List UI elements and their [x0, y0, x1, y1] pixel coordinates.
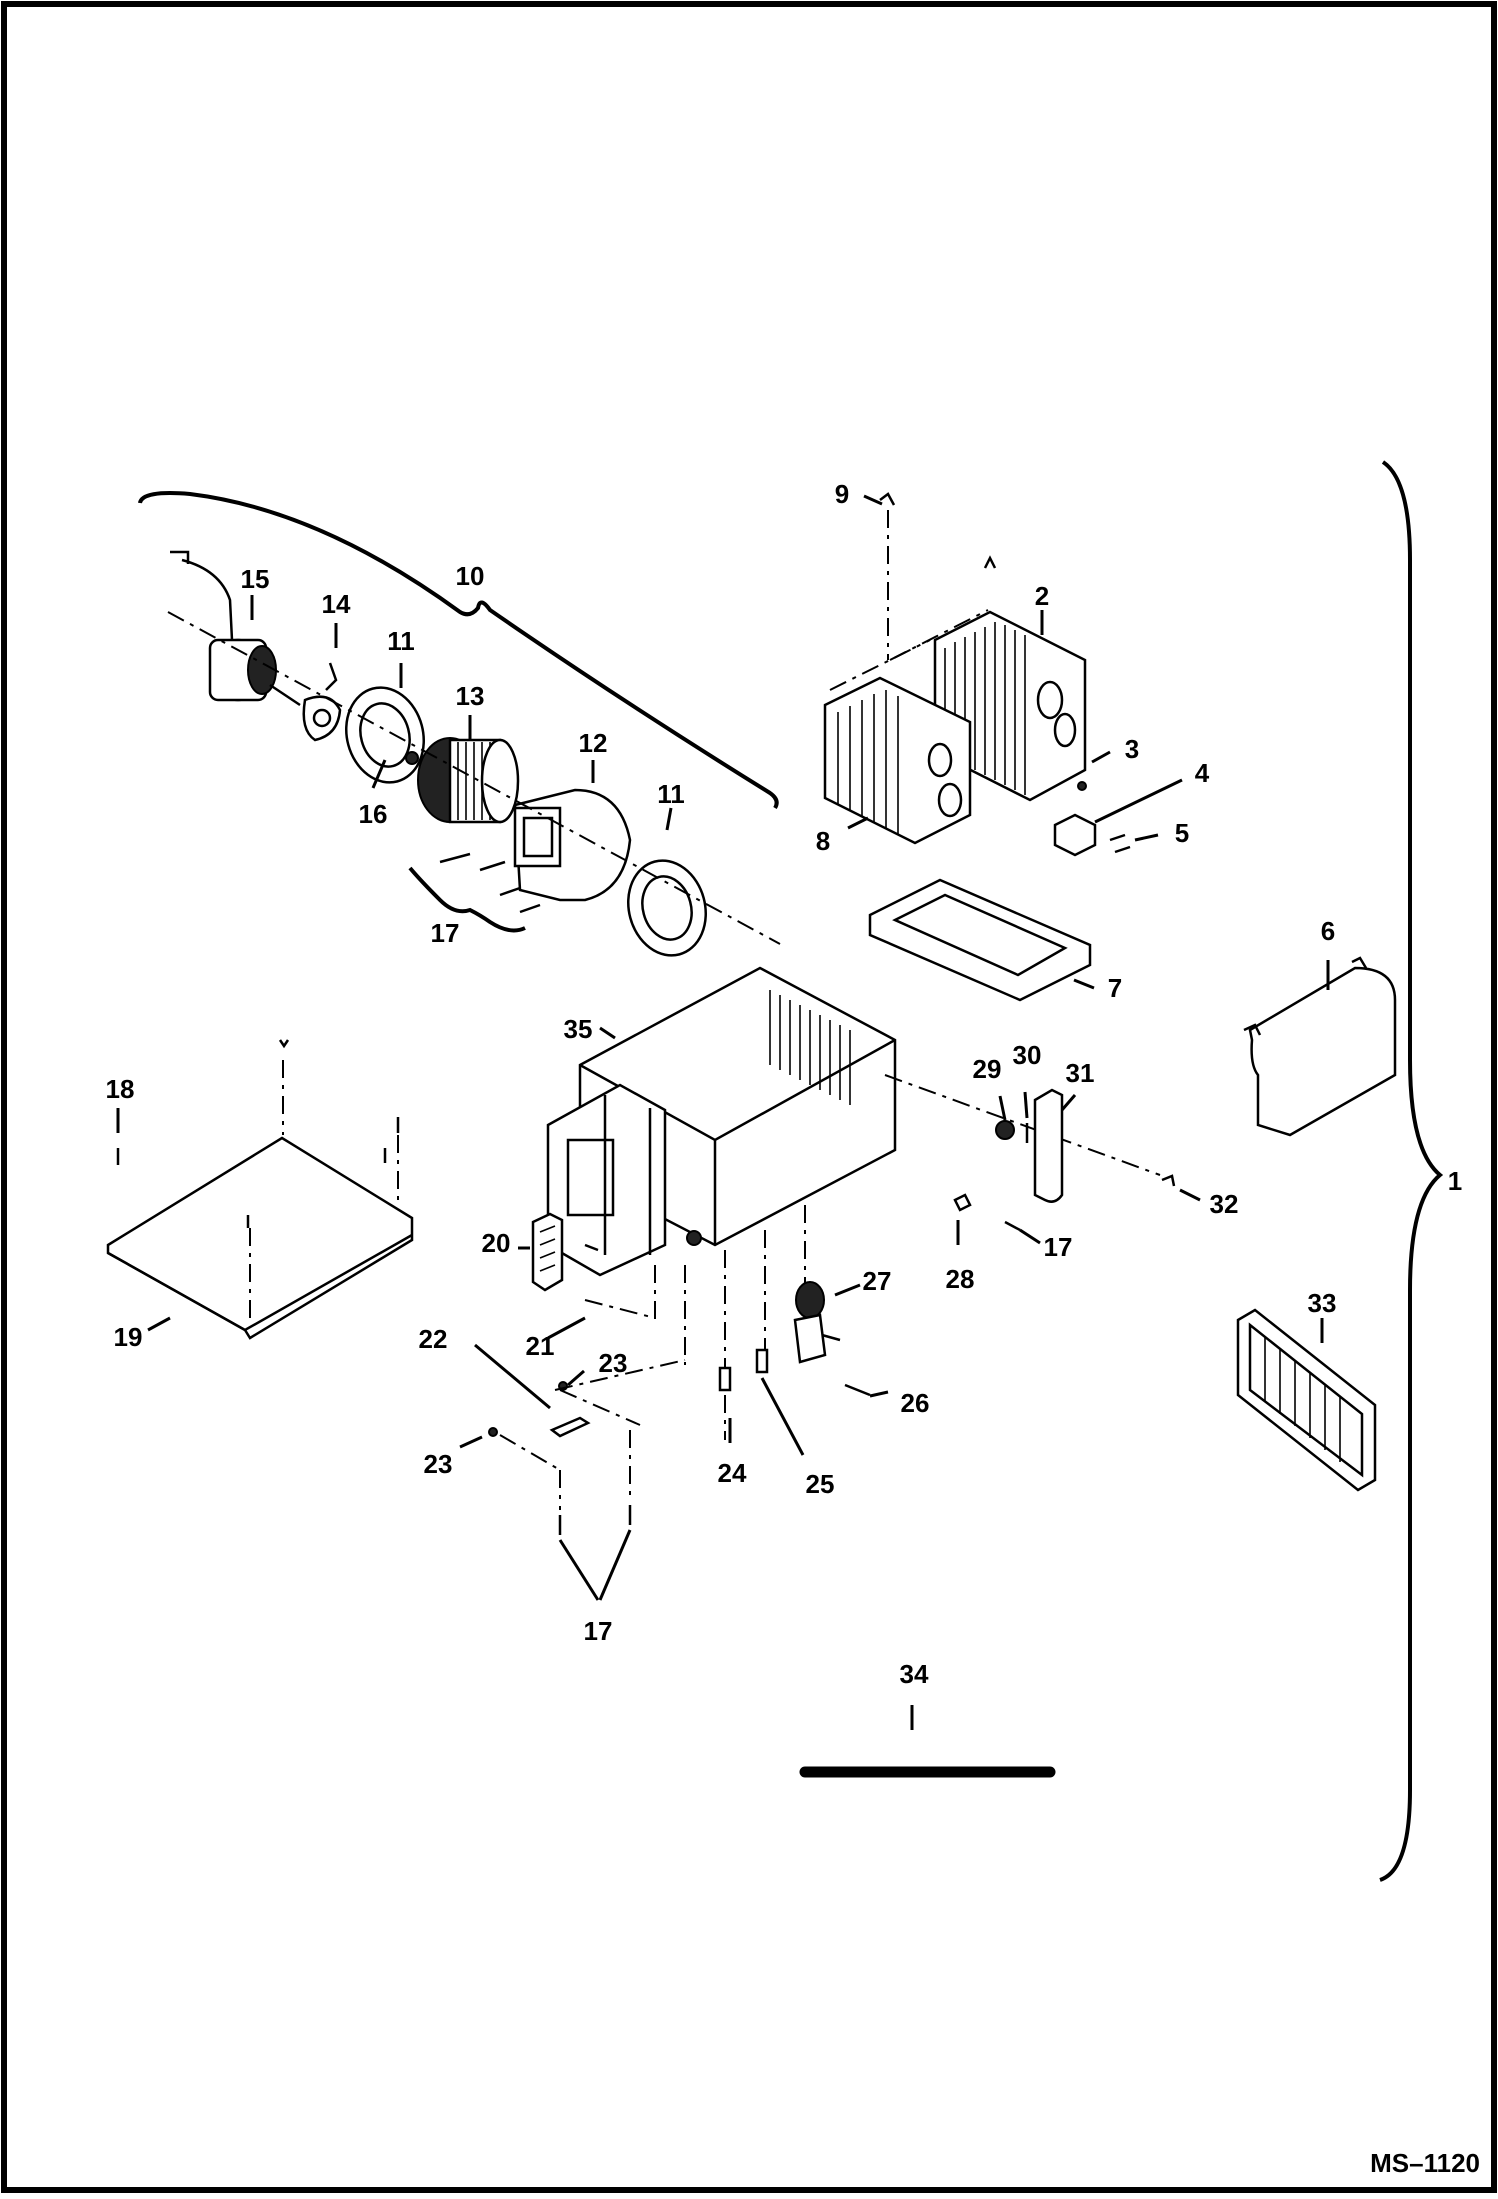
callout-9: 9: [835, 479, 849, 509]
callout-17-blower: 17: [431, 918, 460, 948]
callout-23-upper: 23: [599, 1348, 628, 1378]
callout-4: 4: [1195, 758, 1210, 788]
housing-core-fins: [769, 990, 851, 1105]
blower-assembly: [138, 491, 781, 957]
blower-wheel: [405, 737, 520, 824]
callout-7: 7: [1108, 973, 1122, 1003]
clip-28: [953, 1193, 972, 1212]
callout-12: 12: [579, 728, 608, 758]
callout-18: 18: [106, 1074, 135, 1104]
callout-1: 1: [1448, 1166, 1462, 1196]
callout-25: 25: [806, 1469, 835, 1499]
inlet-ring-left: [344, 686, 426, 784]
callout-30: 30: [1013, 1040, 1042, 1070]
callout-16: 16: [359, 799, 388, 829]
heater-core: [823, 676, 972, 845]
callout-34: 34: [900, 1659, 929, 1689]
callout-labels: 1 2 3 4 5 6 7 8 9 10 11 11 12 13 14 15 1…: [106, 479, 1463, 1689]
callout-21: 21: [526, 1331, 555, 1361]
callout-26: 26: [901, 1388, 930, 1418]
motor: [170, 550, 301, 707]
leader-lines: [116, 494, 1330, 1730]
motor-mount: [302, 662, 342, 742]
callout-33: 33: [1308, 1288, 1337, 1318]
blower-screws: [408, 852, 541, 933]
washer-3: [1077, 781, 1087, 791]
callout-22: 22: [419, 1324, 448, 1354]
nut-23a: [488, 1427, 498, 1437]
callout-15: 15: [241, 564, 270, 594]
cover: [1243, 956, 1397, 1137]
callout-14: 14: [322, 589, 351, 619]
thermostat: [793, 1281, 871, 1397]
knob-29: [995, 1120, 1015, 1140]
callout-3: 3: [1125, 734, 1139, 764]
callout-29: 29: [973, 1054, 1002, 1084]
callout-32: 32: [1210, 1189, 1239, 1219]
blower-housing: [513, 788, 632, 902]
assembly-brace: [1379, 460, 1444, 1882]
callout-17-bracket: 17: [1044, 1232, 1073, 1262]
screw-17c: [1004, 1220, 1021, 1232]
sensor-24: [718, 1366, 732, 1392]
sensor-25: [755, 1348, 769, 1374]
callout-11-right: 11: [657, 779, 685, 809]
bracket-31: [1033, 1088, 1064, 1203]
callout-6: 6: [1321, 916, 1335, 946]
main-housing: [546, 966, 1161, 1370]
drain-pan: [868, 878, 1092, 1002]
relay-board: [531, 1212, 599, 1292]
callout-17-resistor: 17: [584, 1616, 613, 1646]
callout-19: 19: [114, 1322, 143, 1352]
callout-20: 20: [482, 1228, 511, 1258]
screw-5b: [1114, 845, 1131, 854]
callout-27: 27: [863, 1266, 892, 1296]
inlet-ring-right: [626, 859, 708, 957]
blower-bracket: [138, 491, 779, 810]
screw-32: [1161, 1174, 1176, 1187]
screw-9: [879, 492, 896, 506]
callout-11-left: 11: [387, 626, 415, 656]
callout-35: 35: [564, 1014, 593, 1044]
valve-block-4: [1053, 813, 1097, 857]
access-panel: [106, 1039, 414, 1340]
callout-10: 10: [456, 561, 485, 591]
drawing-id: MS–1120: [1370, 2148, 1480, 2178]
callout-31: 31: [1066, 1058, 1095, 1088]
coil-assembly: [823, 492, 1131, 857]
callout-5: 5: [1175, 818, 1189, 848]
relay-centerline: [584, 1299, 656, 1319]
callout-28: 28: [946, 1264, 975, 1294]
callout-23-lower: 23: [424, 1449, 453, 1479]
blower-centerline: [167, 611, 781, 945]
filter: [1236, 1308, 1377, 1492]
resistor-22: [549, 1416, 591, 1438]
callout-8: 8: [816, 826, 830, 856]
callout-24: 24: [718, 1458, 747, 1488]
callout-13: 13: [456, 681, 485, 711]
screw-5a: [1109, 833, 1126, 842]
callout-2: 2: [1035, 581, 1049, 611]
